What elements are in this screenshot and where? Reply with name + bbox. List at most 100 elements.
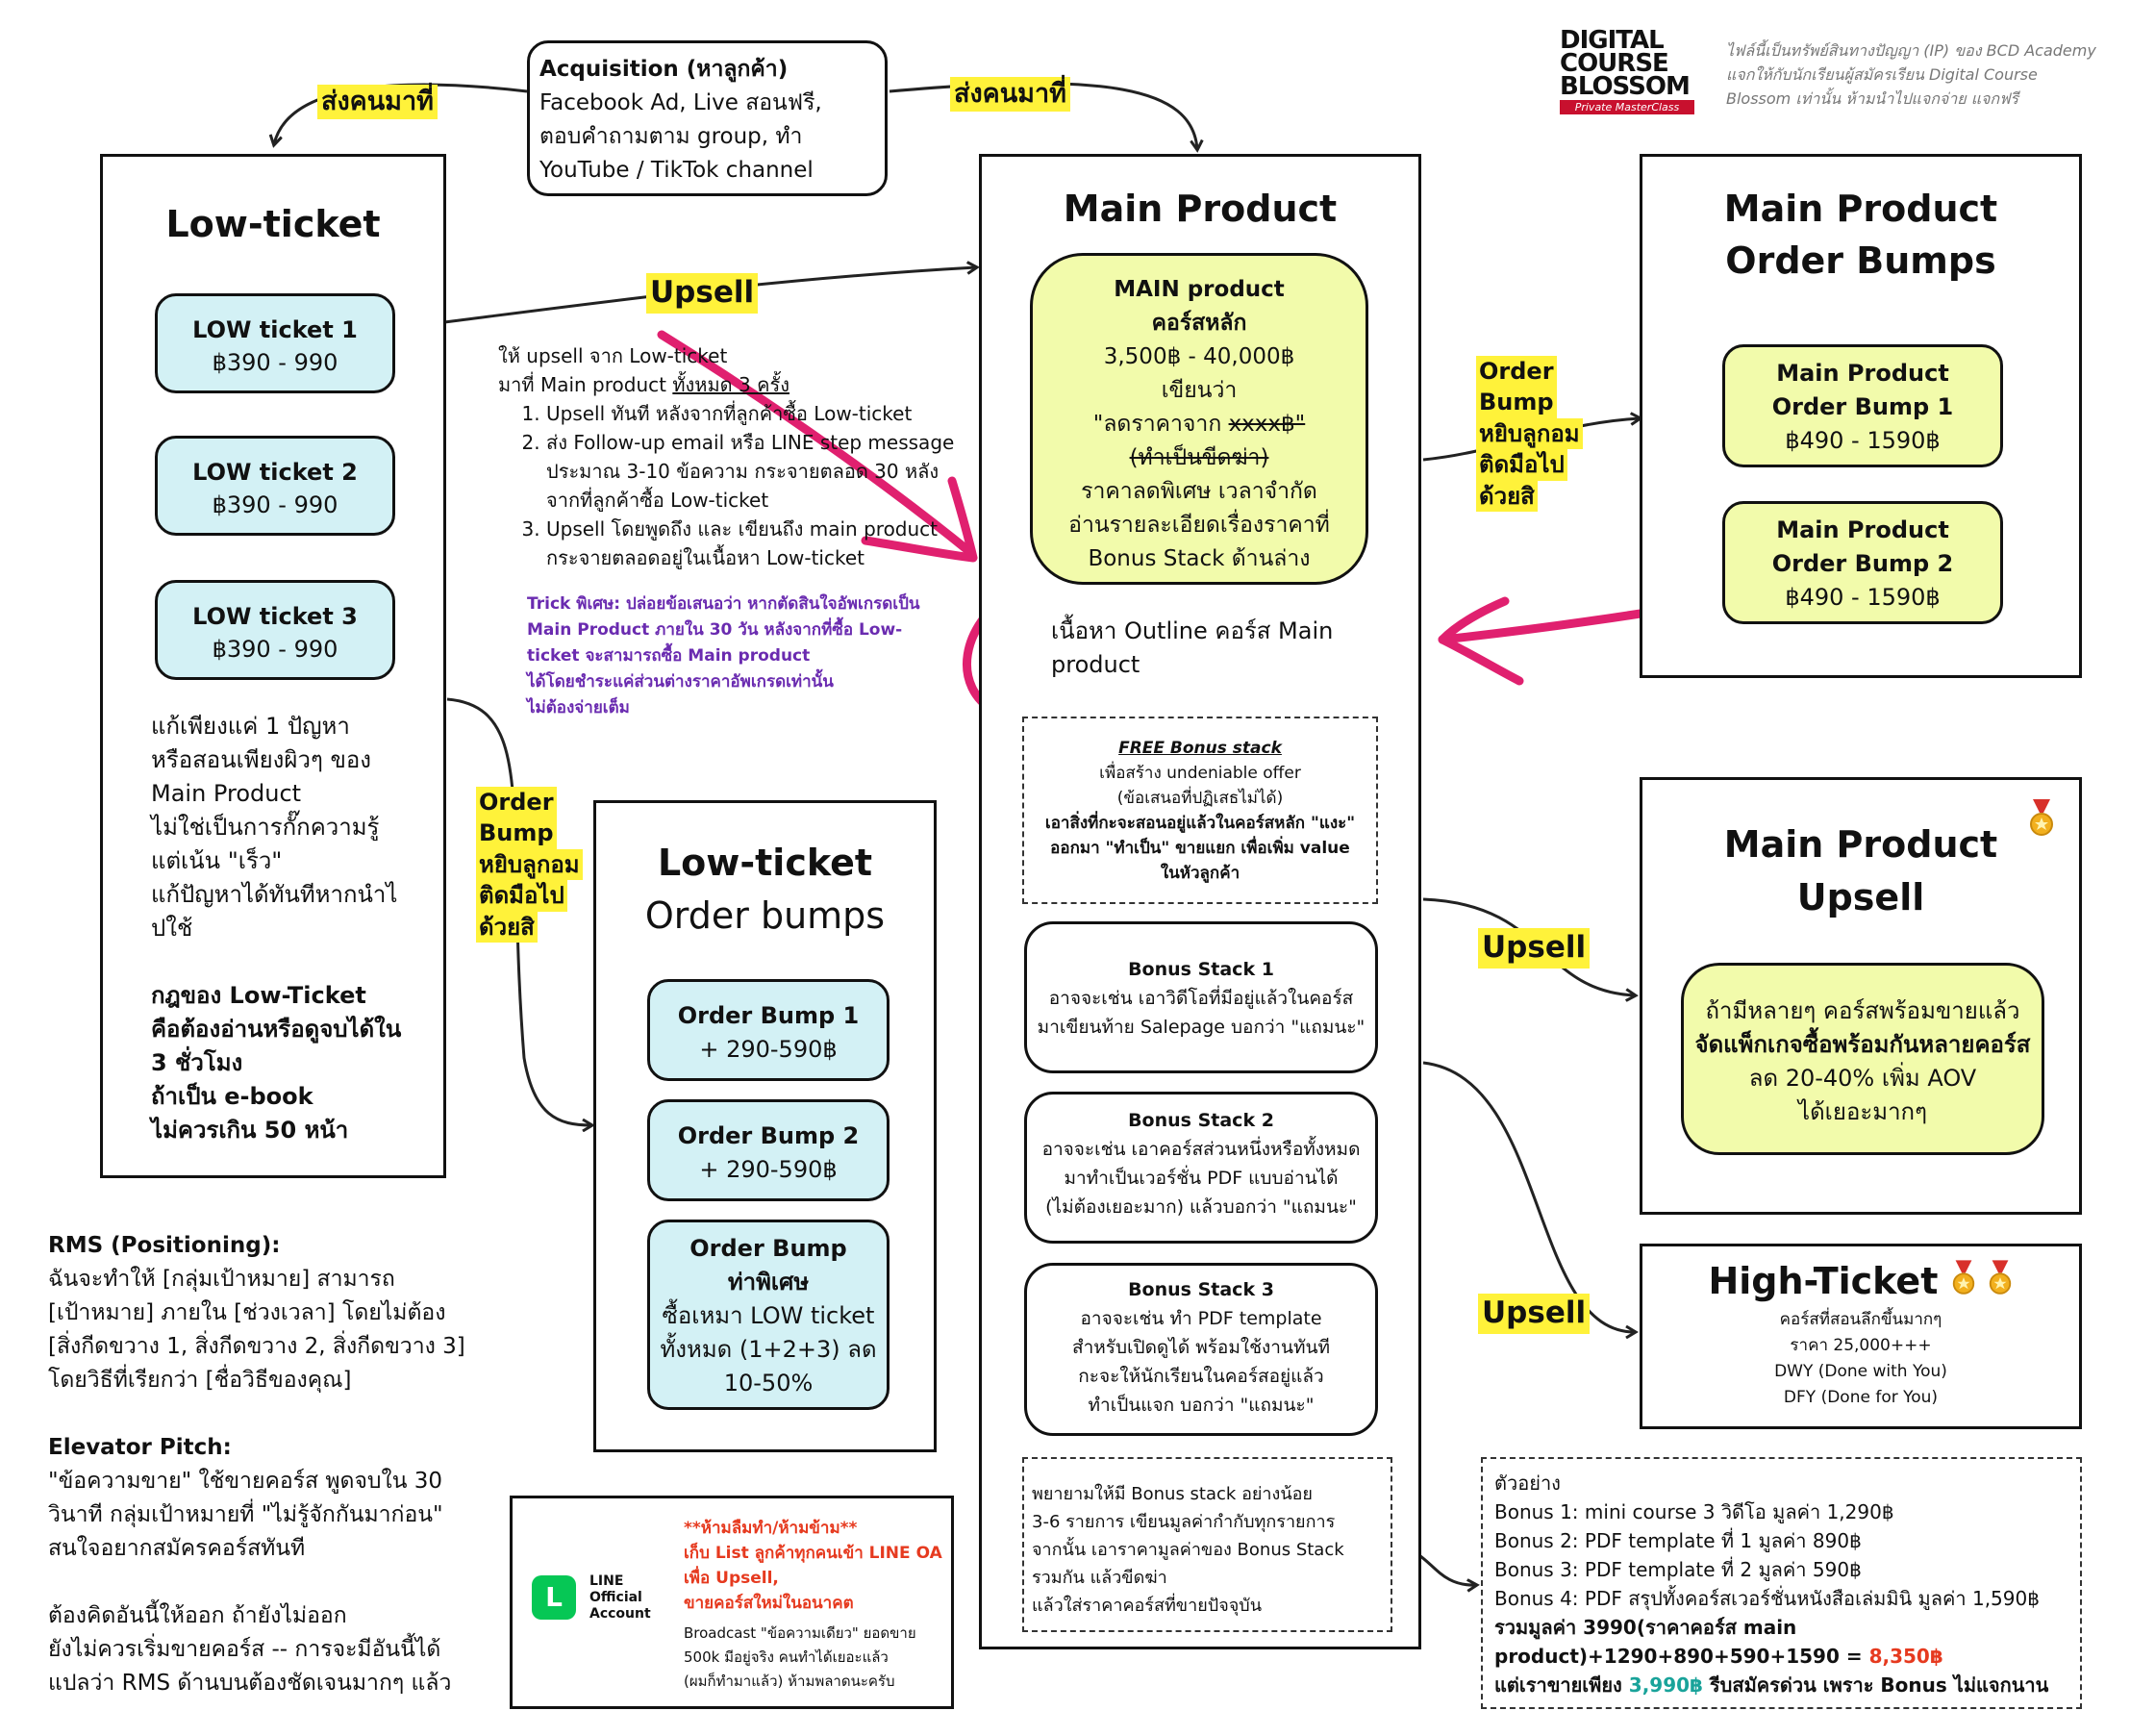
line-brand-3: Account [589, 1606, 651, 1622]
free-bonus-title: FREE Bonus stack [1118, 739, 1282, 758]
lt-bump-1: Order Bump 1 + 290-590฿ [647, 979, 890, 1081]
ip-note-3: Blossom เท่านั้น ห้ามนำไปแจกจ่าย แจกฟรี [1726, 89, 2018, 108]
ob-main-3: หยิบลูกอม [1476, 417, 1583, 450]
bonus-3-title: Bonus Stack 3 [1128, 1279, 1274, 1300]
main-upsell-box: ถ้ามีหลายๆ คอร์สพร้อมขายแล้ว จัดแพ็กเกจซ… [1681, 963, 2044, 1155]
main-upsell-l4: ได้เยอะมากๆ [1798, 1098, 1927, 1125]
pitch-title: Elevator Pitch: [48, 1435, 232, 1460]
logo-line-3: BLOSSOM [1560, 72, 1691, 101]
bonus-2-l1: อาจจะเช่น เอาคอร์สส่วนหนึ่งหรือทั้งหมด [1041, 1139, 1361, 1160]
low-ticket-3-price: ฿390 - 990 [212, 636, 338, 663]
main-upsell-l1: ถ้ามีหลายๆ คอร์สพร้อมขายแล้ว [1705, 997, 2020, 1024]
low-ticket-panel: Low-ticket LOW ticket 1 ฿390 - 990 LOW t… [100, 154, 446, 1178]
high-ticket-desc: คอร์สที่สอนลึกขึ้นมากๆ ราคา 25,000+++ DW… [1642, 1307, 2079, 1411]
free-bonus-l4: ออกมา "ทำเป็น" ขายแยก เพื่อเพิ่ม value [1050, 839, 1350, 858]
ip-note-1: ไฟล์นี้เป็นทรัพย์สินทางปัญญา (IP) ของ BC… [1726, 41, 2096, 60]
trick-5: ไม่ต้องจ่ายเต็ม [527, 698, 630, 717]
must-l2: ยังไม่ควรเริ่มขายคอร์ส -- การจะมีอันนี้ไ… [48, 1637, 441, 1662]
low-ticket-1-price: ฿390 - 990 [212, 349, 338, 376]
lt-rule-5: ไม่ควรเกิน 50 หน้า [151, 1117, 349, 1144]
example-s2a: product)+1290+890+590+1590 = [1494, 1645, 1869, 1668]
main-box-l1: เขียนว่า [1161, 378, 1238, 403]
acquisition-box: Acquisition (หาลูกค้า) Facebook Ad, Live… [527, 40, 888, 196]
medal-icon [1987, 1260, 2014, 1300]
main-upsell-l2: จัดแพ็กเกจซื้อพร้อมกันหลายคอร์ส [1694, 1031, 2031, 1058]
example-s1: รวมมูลค่า 3990(ราคาคอร์ส main [1494, 1616, 1797, 1639]
ob-main-5: ด้วยสิ [1476, 480, 1538, 512]
bonus-3-l3: กะจะให้นักเรียนในคอร์สอยู่แล้ว [1078, 1366, 1324, 1387]
upsell-step-3: Upsell โดยพูดถึง และ เขียนถึง main produ… [546, 515, 960, 572]
free-bonus-l1: เพื่อสร้าง undeniable offer [1099, 764, 1301, 783]
lt-desc-7: ปใช้ [151, 915, 193, 942]
ob-lt-3: หยิบลูกอม [476, 848, 583, 881]
main-product-panel: Main Product MAIN product คอร์สหลัก 3,50… [979, 154, 1421, 1649]
line-warning-2: เก็บ List ลูกค้าทุกคนเข้า LINE OA [684, 1544, 942, 1563]
example-box: ตัวอย่าง Bonus 1: mini course 3 วิดีโอ ม… [1481, 1457, 2082, 1709]
high-ticket-l1: คอร์สที่สอนลึกขึ้นมากๆ [1779, 1310, 1942, 1329]
main-upsell-panel: Main Product Upsell ถ้ามีหลายๆ คอร์สพร้อ… [1640, 777, 2082, 1215]
ob-main-1: Order [1476, 356, 1557, 388]
main-upsell-title-1: Main Product [1723, 823, 1998, 866]
trick-1: Trick พิเศษ: ปล่อยข้อเสนอว่า หากตัดสินใจ… [527, 594, 920, 614]
low-ticket-3-name: LOW ticket 3 [192, 603, 358, 630]
low-ticket-3: LOW ticket 3 ฿390 - 990 [155, 580, 395, 680]
upsell-intro-2b: ทั้งหมด 3 ครั้ง [672, 373, 789, 396]
pitch-l2: วินาที กลุ่มเป้าหมายที่ "ไม่รู้จักกันมาก… [48, 1502, 443, 1527]
low-ticket-desc: แก้เพียงแค่ 1 ปัญหา หรือสอนเพียงผิวๆ ของ… [151, 710, 439, 945]
line-warning-4: ขายคอร์สใหม่ในอนาคต [684, 1594, 854, 1613]
example-b4: Bonus 4: PDF สรุปทั้งคอร์สเวอร์ชั่นหนังส… [1494, 1587, 2040, 1610]
example-b3: Bonus 3: PDF template ที่ 2 มูลค่า 590฿ [1494, 1558, 1862, 1581]
line-oa-box: L LINE Official Account **ห้ามลืมทำ/ห้าม… [510, 1496, 954, 1709]
main-box-l5: อ่านรายละเอียดเรื่องราคาที่ [1068, 513, 1330, 538]
main-bump-1-l1: Main Product [1776, 360, 1949, 387]
bonus-tip-5: แล้วใส่ราคาคอร์สที่ขายปัจจุบัน [1032, 1596, 1263, 1616]
lt-bumps-title-1: Low-ticket [657, 842, 873, 884]
lt-bump-special-name-2: ท่าพิเศษ [727, 1269, 810, 1296]
lt-bump-2-price: + 290-590฿ [699, 1156, 838, 1183]
main-box-l2b: xxxx฿" [1228, 412, 1306, 437]
lt-rule-2: คือต้องอ่านหรือดูจบได้ใน [151, 1016, 402, 1043]
trick-2: Main Product ภายใน 30 วัน หลังจากที่ซื้อ… [527, 620, 903, 640]
medal-icon [2027, 799, 2056, 842]
must-l1: ต้องคิดอันนี้ให้ออก ถ้ายังไม่ออก [48, 1603, 347, 1628]
trick-3: ticket จะสามารถซื้อ Main product [527, 646, 811, 666]
acquisition-line-3: YouTube / TikTok channel [539, 158, 814, 183]
pink-arrow-diagonal-head [861, 476, 978, 563]
example-s2: product)+1290+890+590+1590 = 8,350฿ [1494, 1642, 2080, 1671]
main-box-l4: ราคาลดพิเศษ เวลาจำกัด [1081, 479, 1317, 504]
arrow-main-to-highticket [1422, 1061, 1635, 1332]
line-note-1: Broadcast "ข้อความเดียว" ยอดขาย [684, 1624, 916, 1642]
upsell-notes: ให้ upsell จาก Low-ticket มาที่ Main pro… [498, 341, 960, 572]
bonus-3-l4: ทำเป็นแจก บอกว่า "แถมนะ" [1088, 1395, 1315, 1416]
free-bonus-l2: (ข้อเสนอที่ปฏิเสธไม่ได้) [1116, 789, 1284, 808]
lt-bump-special: Order Bump ท่าพิเศษ ซื้อเหมา LOW ticket … [647, 1220, 890, 1410]
low-ticket-title: Low-ticket [165, 203, 381, 245]
example-s3c: รีบสมัครด่วน เพราะ Bonus ไม่แจกนาน [1702, 1673, 2049, 1697]
example-b2: Bonus 2: PDF template ที่ 1 มูลค่า 890฿ [1494, 1529, 1862, 1552]
main-box-l3: (ทำเป็นขีดฆ่า) [1129, 445, 1269, 470]
logo-sub: Private MasterClass [1560, 100, 1694, 114]
pitch-l3: สนใจอยากสมัครคอร์สทันที [48, 1536, 306, 1561]
upsell-intro-2a: มาที่ Main product [498, 373, 673, 396]
lt-desc-3: Main Product [151, 780, 302, 807]
lt-bump-special-l1: ซื้อเหมา LOW ticket [662, 1302, 875, 1329]
lt-bump-special-l3: 10-50% [723, 1370, 814, 1396]
line-brand-1: LINE [589, 1573, 624, 1589]
main-bump-1-price: ฿490 - 1590฿ [1785, 427, 1941, 454]
bonus-tip: พยายามให้มี Bonus stack อย่างน้อย 3-6 รา… [1022, 1457, 1392, 1632]
bonus-3-l2: สำหรับเปิดดูได้ พร้อมใช้งานทันที [1071, 1337, 1331, 1358]
free-bonus-l5: ในหัวลูกค้า [1160, 864, 1240, 883]
line-brand: LINE Official Account [589, 1573, 651, 1623]
pitch-l1: "ข้อความขาย" ใช้ขายคอร์ส พูดจบใน 30 [48, 1469, 443, 1494]
main-order-bumps-panel: Main Product Order Bumps Main Product Or… [1640, 154, 2082, 678]
main-bump-2-l1: Main Product [1776, 516, 1949, 543]
main-bump-1-l2: Order Bump 1 [1771, 393, 1954, 420]
example-s2b: 8,350฿ [1868, 1645, 1943, 1668]
rms-title: RMS (Positioning): [48, 1233, 281, 1258]
pink-arrow-diagonal [657, 330, 976, 558]
high-ticket-title: High-Ticket [1708, 1260, 1939, 1302]
example-s3b: 3,990฿ [1628, 1673, 1703, 1697]
high-ticket-l2: ราคา 25,000+++ [1790, 1336, 1932, 1355]
free-bonus-stack: FREE Bonus stack เพื่อสร้าง undeniable o… [1022, 717, 1378, 904]
acquisition-line-2: ตอบคำถามตาม group, ทำ [539, 124, 803, 149]
